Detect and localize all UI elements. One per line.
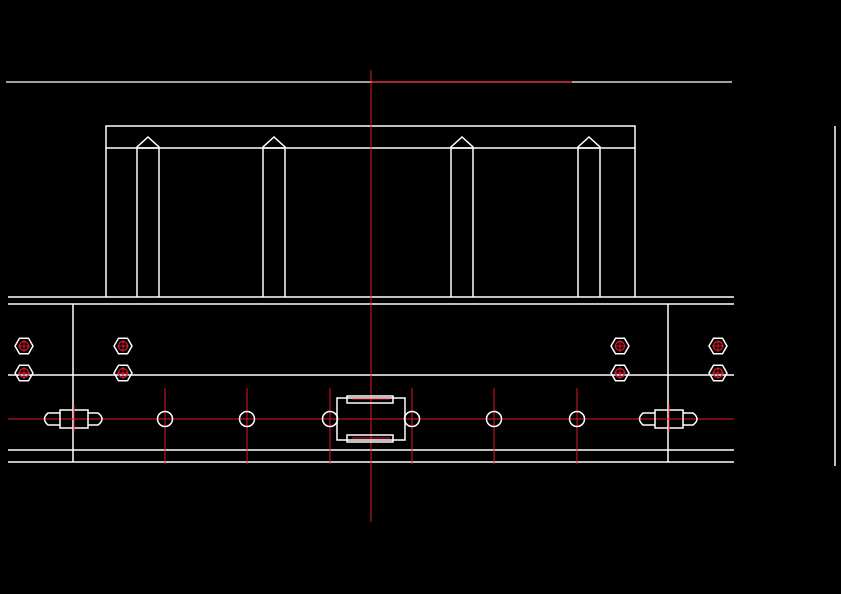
bolt-head-2 — [14, 364, 34, 382]
guide-post-4 — [577, 135, 601, 297]
guide-posts — [136, 135, 601, 297]
bolt-head-7 — [708, 337, 728, 355]
pin-hole-4 — [403, 388, 421, 464]
bolt-head-6 — [610, 364, 630, 382]
guide-post-2 — [262, 135, 286, 297]
pin-hole-6 — [568, 388, 586, 464]
center-slot-block — [336, 395, 406, 443]
bolt-head-5 — [610, 337, 630, 355]
guide-post-1 — [136, 135, 160, 297]
right-dowel — [638, 405, 698, 432]
guide-post-3 — [450, 135, 474, 297]
bolt-heads — [14, 337, 728, 382]
pin-hole-1 — [156, 388, 174, 464]
pin-hole-2 — [238, 388, 256, 464]
pin-hole-3 — [321, 388, 339, 464]
bolt-head-8 — [708, 364, 728, 382]
bolt-head-4 — [113, 364, 133, 382]
bolt-head-1 — [14, 337, 34, 355]
left-dowel — [43, 405, 103, 432]
bolt-head-3 — [113, 337, 133, 355]
pin-hole-5 — [485, 388, 503, 464]
